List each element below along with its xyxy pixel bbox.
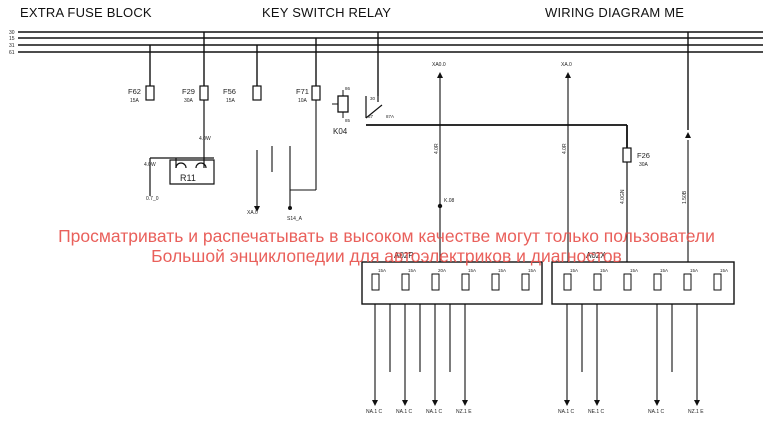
svg-text:15A: 15A (468, 268, 476, 273)
bottom-label: NA.1 C (426, 409, 443, 415)
arrow-top-right (565, 72, 571, 78)
node-s14 (288, 206, 292, 210)
svg-text:F71: F71 (296, 87, 309, 96)
fuse-f62: F62 15A (128, 85, 155, 104)
svg-text:F29: F29 (182, 87, 195, 96)
node-mid (437, 203, 443, 209)
svg-text:15A: 15A (130, 98, 140, 104)
svg-text:10A: 10A (298, 98, 308, 104)
bus-label-31: 31 (9, 43, 15, 49)
svg-text:15A: 15A (630, 268, 638, 273)
svg-text:F56: F56 (223, 87, 236, 96)
bottom-labels-left: NA.1 C NA.1 C NA.1 C NZ.1 E (366, 409, 472, 415)
wire-label-4w: 4.0W (144, 162, 156, 168)
bottom-label: NE.1 C (588, 409, 605, 415)
bus-label-15: 15 (9, 36, 15, 42)
resistor-r11: R11 (169, 159, 215, 185)
relay-k04: K04 86 85 30 87 87A (332, 86, 394, 136)
svg-text:15A: 15A (570, 268, 578, 273)
svg-text:15A: 15A (690, 268, 698, 273)
bus-label-61: 61 (9, 50, 15, 56)
output-arrows (372, 400, 700, 406)
arrow-top-center (437, 72, 443, 78)
ground-label: 0.7_0 (146, 196, 159, 202)
wire-label-150b: 1.50B (682, 190, 688, 204)
svg-text:15A: 15A (600, 268, 608, 273)
svg-text:F62: F62 (128, 87, 141, 96)
output-wires (374, 304, 698, 400)
svg-text:15A: 15A (498, 268, 506, 273)
fuse-f56: F56 15A (223, 85, 262, 104)
svg-text:20A: 20A (438, 268, 446, 273)
wire-label-4w-right: 4.0W (199, 136, 211, 142)
relay-to-f26 (366, 124, 628, 148)
svg-text:F26: F26 (637, 151, 650, 160)
svg-text:A02P: A02P (394, 251, 414, 260)
fuse-box-a02x: A02X 15A 15A 15A 15A 15A 15A (551, 251, 735, 305)
arrow-right (685, 132, 691, 138)
f56-wiring (256, 100, 317, 208)
wire-label-4r: 4.0R (434, 143, 440, 154)
svg-text:30A: 30A (639, 162, 649, 168)
wire-label-4r-mid: 4.0R (562, 143, 568, 154)
center-supply (439, 78, 689, 262)
svg-text:87: 87 (368, 114, 374, 119)
svg-text:30A: 30A (184, 98, 194, 104)
watermark-line-1: Просматривать и распечатывать в высоком … (58, 226, 715, 246)
svg-text:R11: R11 (180, 173, 196, 183)
watermark-line-2: Большой энциклопедии для автоэлектриков … (151, 246, 622, 266)
conn-top1-label: XA0.0 (432, 62, 446, 68)
svg-text:85: 85 (345, 118, 351, 123)
svg-text:86: 86 (345, 86, 351, 91)
bus-labels: 30 15 31 61 (9, 30, 15, 56)
bottom-label: NA.1 C (396, 409, 413, 415)
svg-text:30: 30 (370, 96, 376, 101)
node-mid-label: K.08 (444, 198, 455, 204)
header-extra-fuse-block: EXTRA FUSE BLOCK (20, 5, 152, 20)
bus-label-30: 30 (9, 30, 15, 36)
bottom-label: NA.1 C (648, 409, 665, 415)
node-s14-label: S14_A (287, 216, 303, 222)
conn-x04-label: XA.0 (247, 210, 258, 216)
svg-text:15A: 15A (528, 268, 536, 273)
bottom-label: NA.1 C (558, 409, 575, 415)
wire-label-4gn: 4.0GN (620, 189, 626, 204)
svg-text:87A: 87A (386, 114, 394, 119)
svg-text:K04: K04 (333, 127, 348, 136)
bottom-labels-right: NA.1 C NE.1 C NA.1 C NZ.1 E (558, 409, 704, 415)
arrow-x04 (254, 206, 260, 212)
svg-text:15A: 15A (720, 268, 728, 273)
conn-top2-label: XA.0 (561, 62, 572, 68)
bottom-label: NA.1 C (366, 409, 383, 415)
bottom-label: NZ.1 E (688, 409, 704, 415)
svg-text:A02X: A02X (586, 251, 606, 260)
svg-text:15A: 15A (378, 268, 386, 273)
fuse-box-a02p: A02P 15A 15A 20A 15A 15A 15A (361, 251, 543, 305)
header-wiring-diagram-me: WIRING DIAGRAM ME (545, 5, 685, 20)
header-key-switch-relay: KEY SWITCH RELAY (262, 5, 392, 20)
svg-text:15A: 15A (660, 268, 668, 273)
svg-text:15A: 15A (226, 98, 236, 104)
svg-text:15A: 15A (408, 268, 416, 273)
power-bus (18, 31, 763, 53)
bottom-label: NZ.1 E (456, 409, 472, 415)
bus-drops (149, 32, 689, 130)
